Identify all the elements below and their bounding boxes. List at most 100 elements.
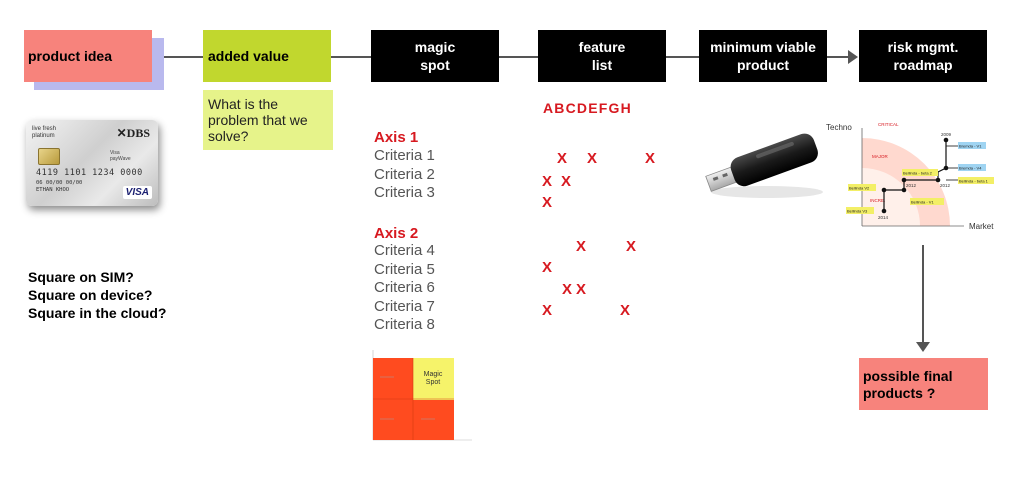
roadmap-node [901, 187, 907, 193]
mvp-label-2: product [736, 57, 790, 73]
down-connector-line [922, 245, 924, 345]
x-mark: X [542, 259, 553, 276]
magic-chart-mini-label [380, 418, 394, 420]
roadmap-zone-critical: CRITICAL [878, 122, 899, 127]
roadmap-node [881, 187, 887, 193]
problem-note: What is the problem that we solve? [203, 90, 333, 150]
criteria-8: Criteria 8 [374, 316, 435, 333]
card-brand-line2: platinum [32, 133, 55, 139]
criteria-5: Criteria 5 [374, 260, 435, 278]
x-mark: X [542, 302, 553, 319]
roadmap-tag: Bremda - V4 [959, 166, 982, 171]
roadmap-node [901, 177, 907, 183]
feature-letters: ABCDEFGH [543, 100, 632, 116]
magic-chart-mini-label [380, 376, 394, 378]
roadmap-tag-bg [846, 207, 874, 214]
feature-list-label-1: feature [578, 39, 626, 55]
roadmap-tag-bg [958, 177, 994, 184]
x-mark: X [561, 173, 572, 190]
risk-roadmap-box: risk mgmt. roadmap [859, 30, 987, 82]
x-mark: X [645, 150, 656, 167]
card-chip-icon [38, 148, 60, 165]
card-brand-line1: live fresh [32, 126, 57, 132]
criteria-4: Criteria 4 [374, 242, 435, 259]
magic-spot-box: magic spot [371, 30, 499, 82]
card-pay-line2: payWave [110, 156, 131, 162]
usb-shadow [711, 186, 823, 198]
feature-list-label-2: list [591, 57, 613, 73]
x-mark: X [562, 281, 573, 298]
axis-1-title: Axis 1 [374, 129, 419, 146]
x-mark: X [587, 150, 598, 167]
magic-chart-magic-quadrant [413, 358, 454, 400]
roadmap-tag-bg [910, 198, 944, 205]
roadmap-x-label: Market [969, 222, 994, 230]
usb-body [730, 133, 818, 187]
added-value-label: added value [208, 48, 289, 64]
roadmap-node [935, 177, 941, 183]
roadmap-year: 2014 [878, 215, 889, 220]
x-mark: X [542, 194, 553, 211]
magic-chart-label-2: Spot [426, 379, 440, 386]
roadmap-tag: Bellinda V3 [847, 209, 868, 214]
roadmap-node [943, 137, 949, 143]
question-cloud: Square in the cloud? [28, 305, 167, 321]
roadmap-node [943, 165, 949, 171]
roadmap-tag: Bremda - V1 [959, 144, 982, 149]
product-idea-label: product idea [28, 48, 113, 64]
usb-stick-image [705, 133, 823, 198]
axis-2-title: Axis 2 [374, 225, 419, 242]
roadmap-incre-zone [862, 168, 920, 226]
card-expiry: 06 00/00 00/00 [36, 180, 83, 186]
final-products-box: possible final products ? [859, 358, 988, 410]
question-sim: Square on SIM? [28, 269, 134, 285]
roadmap-tag: Bellinda - beta 2 [903, 171, 933, 176]
criteria-7: Criteria 7 [374, 297, 435, 315]
added-value-box: added value [203, 30, 331, 82]
roadmap-zone-incre: INCRE. [870, 198, 885, 203]
risk-roadmap-chart: Techno Market CRITICAL MAJOR INCRE. 2009… [826, 122, 994, 230]
roadmap-tag: Bellinda V2 [849, 186, 870, 191]
product-idea-box: product idea [24, 30, 152, 82]
magic-chart-mini-label [421, 418, 435, 420]
roadmap-tag: Bellinda - V1 [911, 200, 934, 205]
roadmap-tag-bg [958, 164, 986, 171]
roadmap-tag-bg [848, 184, 876, 191]
roadmap-year: 2009 [941, 132, 952, 137]
x-mark: X [620, 302, 631, 319]
flow-arrowhead [848, 50, 858, 64]
question-device: Square on device? [28, 287, 153, 303]
roadmap-year: 2012 [906, 183, 917, 188]
card-number: 4119 1101 1234 0000 [36, 168, 143, 178]
mvp-label-1: minimum viable [710, 39, 816, 55]
card-pay-line1: Visa [110, 150, 120, 156]
final-products-line2: products ? [863, 385, 936, 401]
magic-chart-label-1: Magic [424, 371, 443, 378]
roadmap-tag: Bellinda - beta 1 [959, 179, 989, 184]
final-products-line1: possible final [863, 368, 953, 384]
risk-label-1: risk mgmt. [887, 39, 959, 55]
x-mark: X [626, 238, 637, 255]
risk-label-2: roadmap [893, 57, 953, 73]
roadmap-y-label: Techno [826, 123, 852, 132]
criteria-1: Criteria 1 [374, 147, 435, 164]
card-paywave: Visa payWave [110, 150, 131, 162]
magic-spot-label-2: spot [420, 57, 450, 73]
roadmap-year: 2012 [940, 183, 951, 188]
visa-logo: VISA [122, 186, 152, 199]
roadmap-tag-bg [902, 169, 938, 176]
magic-spot-label-1: magic [414, 39, 456, 55]
x-mark: X [542, 173, 553, 190]
card-bank-name: DBS [126, 126, 150, 140]
x-mark: X [557, 150, 568, 167]
card-brand: live fresh platinum [32, 126, 56, 140]
card-bank-logo: ✕DBS [116, 126, 150, 140]
criteria-6: Criteria 6 [374, 279, 435, 296]
criteria-3: Criteria 3 [374, 184, 435, 201]
criteria-2: Criteria 2 [374, 165, 435, 183]
roadmap-zone-major: MAJOR [872, 154, 889, 159]
square-questions: Square on SIM? Square on device? Square … [28, 268, 166, 322]
mvp-box: minimum viable product [699, 30, 827, 82]
feature-list-box: feature list [538, 30, 666, 82]
flow-connector-line [153, 56, 853, 58]
